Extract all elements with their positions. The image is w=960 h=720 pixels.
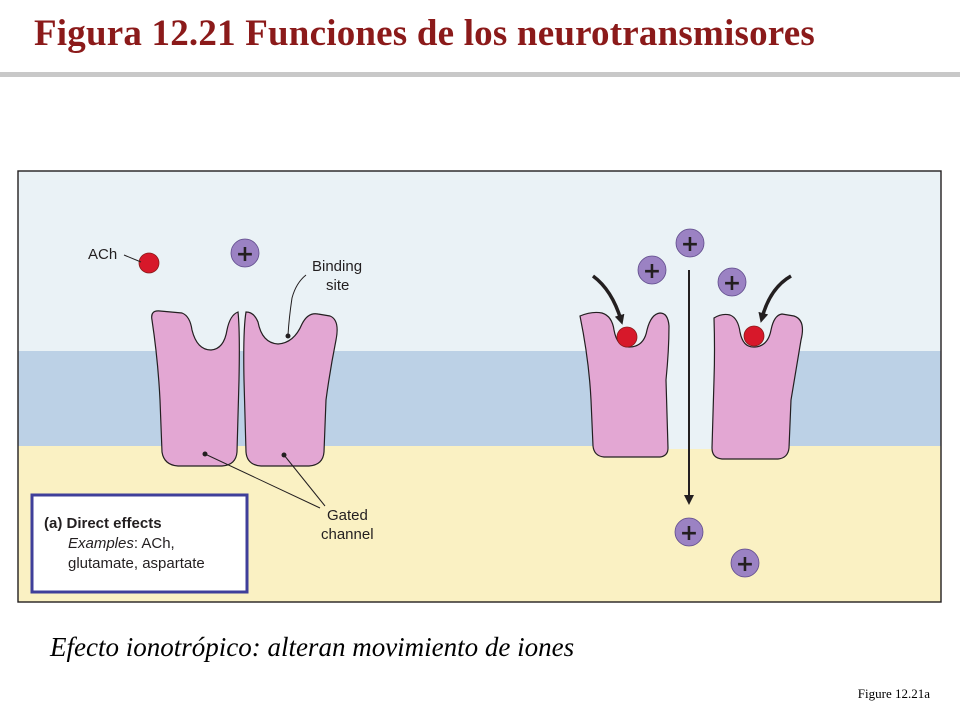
caption-ionotropic-effect: Efecto ionotrópico: alteran movimiento d… <box>50 632 575 662</box>
ion-plus: + <box>675 228 705 258</box>
ion-plus: + <box>230 238 260 268</box>
binding-site-leader-line <box>287 274 307 336</box>
ion-plus: + <box>730 548 760 578</box>
title-divider <box>0 72 960 77</box>
receptor-subunit-closed-right <box>243 311 338 467</box>
svg-text:+: + <box>680 521 698 546</box>
legend-box <box>30 493 249 594</box>
legend-examples-line2: glutamate, aspartate <box>68 555 205 572</box>
ion-plus: + <box>674 517 704 547</box>
legend-heading: (a) Direct effects <box>44 515 162 532</box>
svg-text:+: + <box>643 259 661 284</box>
binding-arrow-right <box>758 274 792 323</box>
ach-leader-line <box>123 254 142 263</box>
receptor-subunit-open-right <box>711 313 804 460</box>
gated-channel-label-line1: Gated <box>327 507 368 524</box>
binding-site-label-line1: Binding <box>312 258 362 275</box>
open-channel-pore <box>666 351 716 449</box>
gated-pointer-left <box>202 451 208 457</box>
binding-site-pointer <box>285 333 291 339</box>
diagram-panel <box>17 170 942 603</box>
gated-leader-left <box>204 453 321 509</box>
gated-channel-label-line2: channel <box>321 526 374 543</box>
svg-text:+: + <box>723 271 741 296</box>
ach-molecule-bound-right <box>743 325 765 347</box>
slide-title: Figura 12.21 Funciones de los neurotrans… <box>34 13 815 54</box>
svg-text:+: + <box>736 552 754 577</box>
receptor-subunit-closed-left <box>151 310 240 467</box>
figure-reference: Figure 12.21a <box>857 686 930 701</box>
receptor-subunit-open-left <box>579 311 670 458</box>
cell-membrane <box>18 351 941 446</box>
binding-arrow-left <box>591 274 625 325</box>
ach-molecule-bound-left <box>616 326 638 348</box>
gated-pointer-right <box>281 452 287 458</box>
ach-molecule-free <box>138 252 160 274</box>
gated-leader-right <box>283 454 326 507</box>
ach-label: ACh <box>88 246 117 263</box>
svg-text:+: + <box>681 232 699 257</box>
binding-site-label-line2: site <box>326 277 349 294</box>
legend-examples-line1: Examples: ACh, <box>68 535 175 552</box>
ion-plus: + <box>717 267 747 297</box>
svg-text:+: + <box>236 242 254 267</box>
ion-plus: + <box>637 255 667 285</box>
